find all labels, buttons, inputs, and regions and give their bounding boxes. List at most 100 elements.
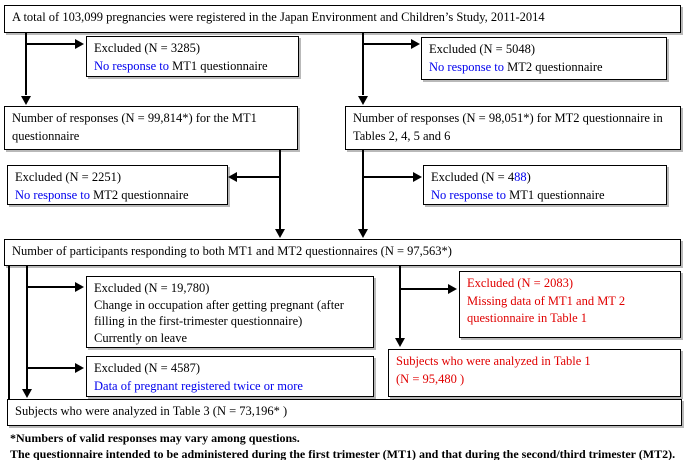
box-excluded-registered-twice: Excluded (N = 4587) Data of pregnant regi…: [86, 356, 374, 397]
box-total-pregnancies: A total of 103,099 pregnancies were regi…: [4, 5, 681, 33]
text-segment: MT2 questionnaire: [507, 59, 603, 74]
text-line: Excluded (N = 3285): [94, 40, 292, 58]
text-line: Missing data of MT1 and MT 2: [467, 293, 674, 311]
text-line: Excluded (N = 2251): [15, 169, 221, 187]
footnote-valid-responses: *Numbers of valid responses may vary amo…: [10, 431, 300, 445]
box-analyzed-table3: Subjects who were analyzed in Table 3 (N…: [7, 399, 682, 426]
text-line: Data of pregnant registered twice or mor…: [94, 378, 367, 396]
arrowhead-into-excluded-5048: [411, 39, 420, 49]
text-segment: ): [526, 170, 531, 184]
text-line: Excluded (N = 4587): [94, 360, 367, 378]
text-line: Excluded (N = 2083): [467, 275, 674, 293]
box-excluded-2251-no-mt2: Excluded (N = 2251) No response to MT2 qu…: [7, 165, 228, 205]
box-excluded-no-mt1-response: Excluded (N = 3285) No response to MT1 qu…: [86, 36, 299, 77]
text-segment: No response to: [429, 59, 508, 74]
text-segment: Subjects who were analyzed in Table 3 (N…: [15, 404, 288, 418]
text-segment: MT1 questionnaire: [172, 58, 268, 73]
text-segment: No response to: [431, 187, 510, 202]
text-line: Subjects who were analyzed in Table 1: [396, 353, 674, 371]
flow-line-both-left-down: [26, 266, 28, 389]
arrowhead-into-both-right: [358, 229, 368, 238]
text-segment: Number of participants responding to bot…: [12, 244, 452, 258]
arrowhead-into-table3: [22, 389, 32, 398]
text-line: Excluded (N = 5048): [429, 41, 660, 59]
arrowhead-into-responses-mt2: [358, 96, 368, 105]
flow-line-to-excluded-19780: [27, 286, 75, 288]
text-line: (N = 95,480 ): [396, 371, 674, 389]
text-line: Currently on leave: [94, 330, 367, 347]
text-segment: Excluded (N = 19,780): [94, 281, 210, 295]
arrowhead-into-excluded-3285: [75, 39, 84, 49]
text-segment: (N = 95,480 ): [396, 371, 465, 386]
text-line: Excluded (N = 488): [431, 169, 660, 187]
box-analyzed-table1: Subjects who were analyzed in Table 1 (N …: [388, 349, 681, 397]
text-segment: questionnaire in Table 1: [467, 311, 588, 325]
arrowhead-into-both-left: [275, 229, 285, 238]
text-line: filling in the first-trimester questionn…: [94, 313, 367, 330]
flow-line-top-right-down: [362, 33, 364, 95]
arrowhead-into-excluded-19780: [75, 282, 84, 292]
text-segment: Excluded (N = 3285): [94, 41, 200, 55]
box-excluded-occupation-change: Excluded (N = 19,780) Change in occupatio…: [86, 276, 374, 348]
text-segment: Excluded (N = 4: [431, 170, 515, 184]
text-line: questionnaire in Table 1: [467, 310, 674, 328]
box-responses-mt2: Number of responses (N = 98,051*) for MT…: [345, 106, 681, 150]
text-line: questionnaire: [12, 128, 291, 146]
text-segment: questionnaire: [12, 128, 80, 143]
box-responses-mt1: Number of responses (N = 99,814*) for th…: [4, 106, 298, 150]
flow-line-to-excluded-5048: [363, 43, 412, 45]
text-line: Number of participants responding to bot…: [12, 243, 674, 261]
arrowhead-into-responses-mt1: [21, 96, 31, 105]
box-excluded-no-mt2-response: Excluded (N = 5048) No response to MT2 qu…: [421, 37, 667, 80]
text-segment: Data of pregnant registered twice or mor…: [94, 378, 303, 393]
flow-line-to-excluded-2251: [237, 176, 280, 178]
text-segment: MT1 questionnaire: [509, 187, 605, 202]
text-line: Change in occupation after getting pregn…: [94, 297, 367, 314]
flow-line-top-left-down: [25, 33, 27, 95]
text-segment: Excluded (N = 2251): [15, 170, 121, 184]
arrowhead-into-excluded-2083: [448, 284, 457, 294]
text-segment: No response to: [15, 187, 94, 202]
flow-line-both-far-left-down: [8, 266, 10, 400]
text-line: No response to MT1 questionnaire: [431, 187, 660, 205]
flow-line-to-excluded-488: [363, 176, 414, 178]
text-line: Number of responses (N = 98,051*) for MT…: [353, 110, 674, 128]
text-segment: Number of responses (N = 98,051*) for MT…: [353, 111, 663, 125]
box-excluded-missing-data: Excluded (N = 2083) Missing data of MT1 a…: [459, 271, 681, 338]
flow-line-mt2-down: [362, 150, 364, 230]
text-line: No response to MT2 questionnaire: [429, 59, 660, 77]
flow-line-both-right-down: [399, 266, 401, 339]
text-segment: 88: [514, 170, 527, 184]
text-segment: Excluded (N = 4587): [94, 361, 200, 375]
text-line: A total of 103,099 pregnancies were regi…: [12, 9, 674, 27]
text-segment: Currently on leave: [94, 330, 188, 345]
text-segment: No response to: [94, 58, 173, 73]
text-segment: Excluded (N = 2083): [467, 276, 573, 290]
text-line: No response to MT1 questionnaire: [94, 58, 292, 76]
text-segment: Number of responses (N = 99,814*) for th…: [12, 111, 257, 125]
arrowhead-into-excluded-2251: [228, 172, 237, 182]
flow-line-mt1-down: [279, 150, 281, 230]
text-segment: Excluded (N = 5048): [429, 42, 535, 56]
footnote-questionnaire-definition: The questionnaire intended to be adminis…: [10, 447, 676, 460]
flow-line-to-excluded-4587: [27, 367, 75, 369]
text-line: Number of responses (N = 99,814*) for th…: [12, 110, 291, 128]
text-line: Tables 2, 4, 5 and 6: [353, 128, 674, 146]
text-line: Subjects who were analyzed in Table 3 (N…: [15, 403, 675, 421]
text-segment: MT2 questionnaire: [93, 187, 189, 202]
text-line: No response to MT2 questionnaire: [15, 187, 221, 205]
text-segment: A total of 103,099 pregnancies were regi…: [12, 10, 545, 24]
arrowhead-into-excluded-4587: [75, 363, 84, 373]
flow-line-to-excluded-3285: [26, 43, 75, 45]
text-segment: Change in occupation after getting pregn…: [94, 297, 344, 312]
flow-line-to-excluded-2083: [400, 288, 448, 290]
text-segment: Missing data of MT1 and MT 2: [467, 293, 626, 308]
text-segment: filling in the first-trimester questionn…: [94, 314, 303, 329]
text-line: Excluded (N = 19,780): [94, 280, 367, 297]
box-excluded-488-no-mt1: Excluded (N = 488)No response to MT1 que…: [423, 165, 667, 205]
arrowhead-into-table1: [395, 338, 405, 347]
arrowhead-into-excluded-488: [413, 172, 422, 182]
text-segment: Tables 2, 4, 5 and 6: [353, 128, 451, 143]
text-segment: Subjects who were analyzed in Table 1: [396, 354, 591, 368]
